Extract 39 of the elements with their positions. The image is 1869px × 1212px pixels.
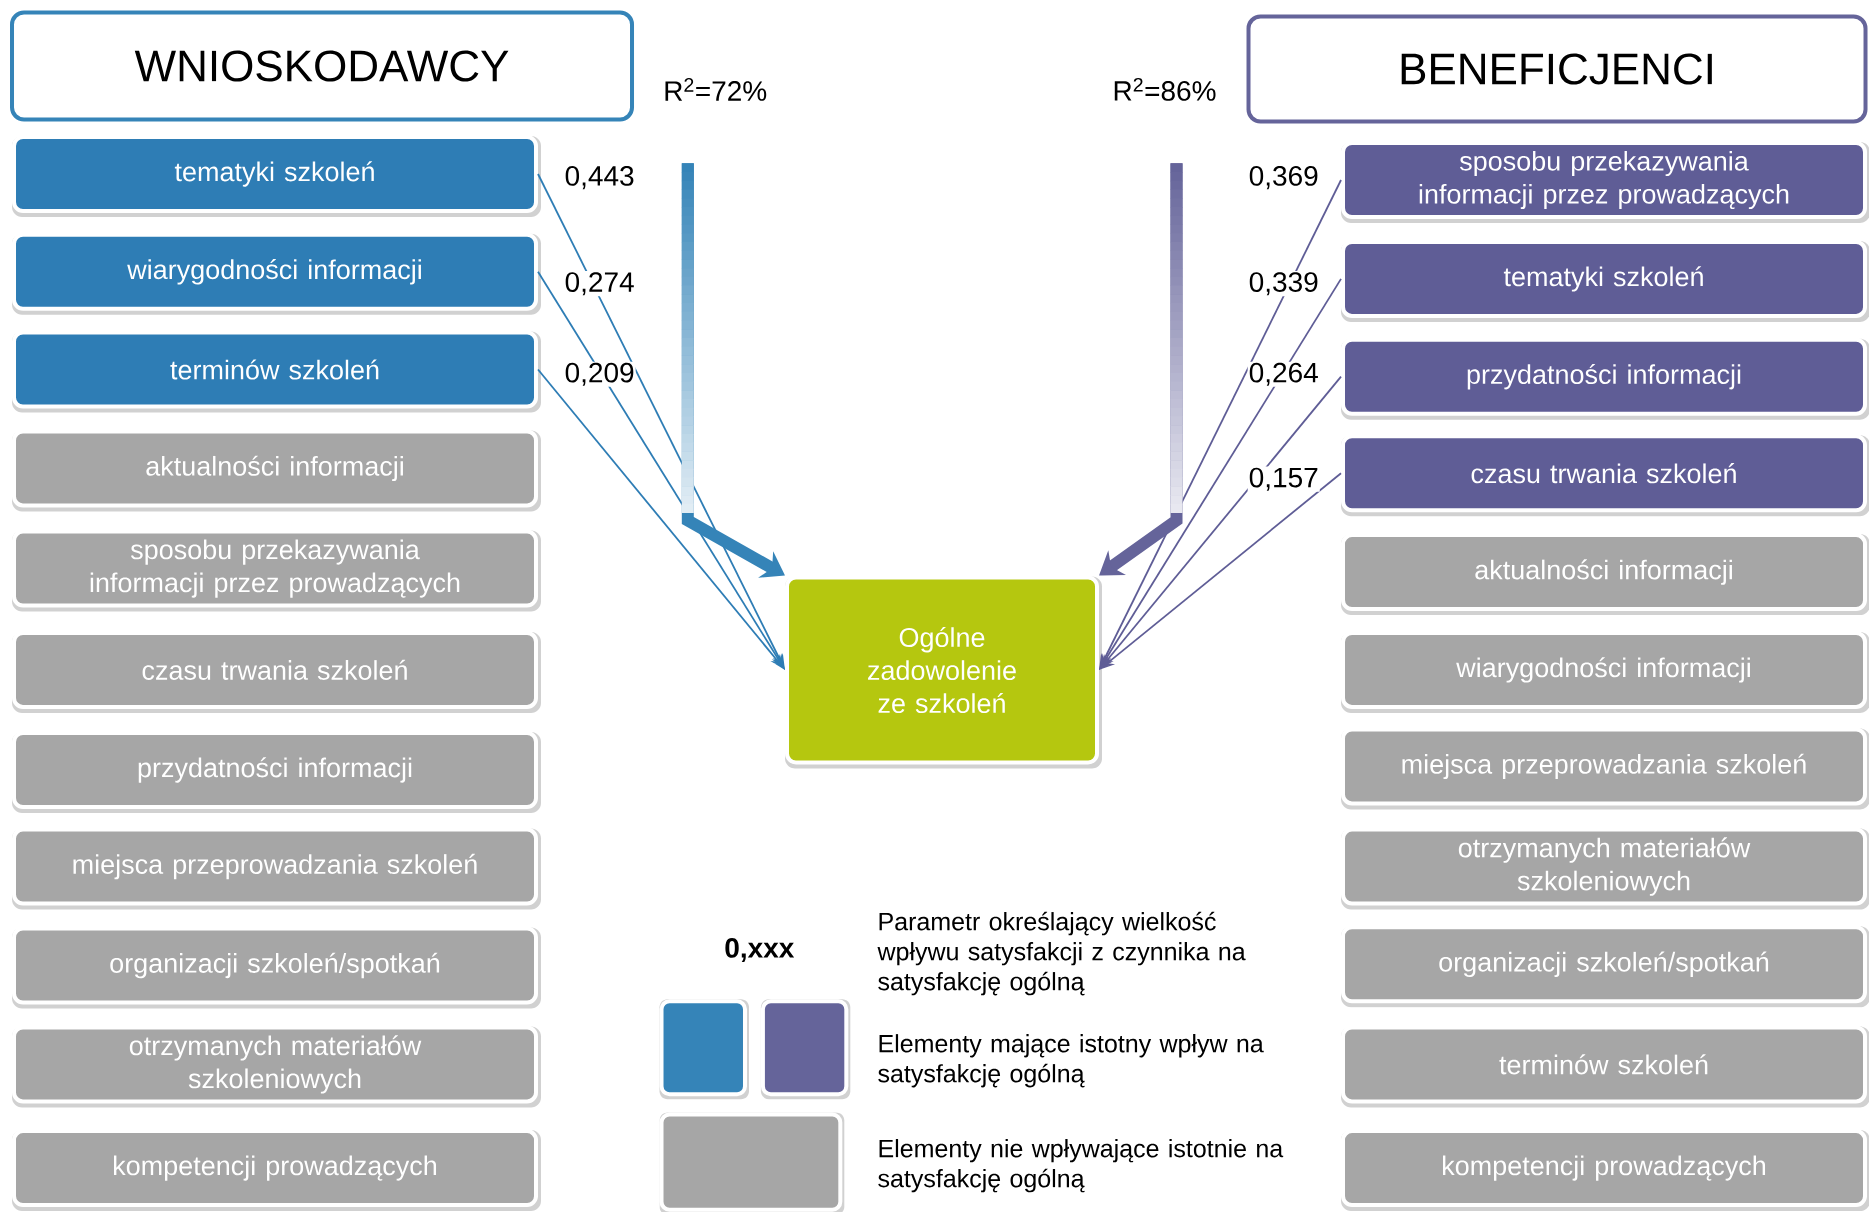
factor-box: otrzymanych materiałów szkoleniowych — [1341, 827, 1869, 910]
legend-text: Elementy nie wpływające istotnie na satysfakcję ogólną — [878, 1139, 1284, 1193]
factor-box: aktualności informacji — [12, 429, 541, 512]
heading-box: BENEFICJENCI — [1246, 14, 1868, 124]
edge-label: 0,209 — [563, 361, 636, 387]
edge-label: 0,157 — [1247, 466, 1320, 492]
factor-box: wiarygodności informacji — [1341, 630, 1869, 713]
heading-box: WNIOSKODAWCY — [10, 10, 634, 122]
factor-box: tematyki szkoleń — [1341, 239, 1869, 322]
factor-box: tematyki szkoleń — [12, 135, 541, 217]
legend-text: Parametr określający wielkość wpływu satysfakcji z czynnika na satysfakcję ogólną — [877, 911, 1246, 996]
factor-box: przydatności informacji — [1341, 337, 1869, 420]
factor-box: przydatności informacji — [12, 731, 541, 813]
factor-box: sposobu przekazywania informacji przez prowadzących — [12, 529, 541, 612]
factor-box: czasu trwania szkoleń — [1341, 434, 1869, 517]
result-box: Ogólne zadowolenie ze szkoleń — [785, 575, 1102, 769]
factor-box: terminów szkoleń — [12, 330, 541, 413]
factor-box: czasu trwania szkoleń — [12, 630, 541, 713]
edge-label: 0,264 — [1247, 361, 1320, 387]
factor-box: miejsca przeprowadzania szkoleń — [12, 827, 541, 910]
factor-box: otrzymanych materiałów szkoleniowych — [12, 1025, 541, 1108]
factor-box: kompetencji prowadzących — [1341, 1129, 1869, 1212]
factor-box: terminów szkoleń — [1341, 1025, 1869, 1108]
edge-label: 0,443 — [563, 165, 636, 191]
factor-box: organizacji szkoleń/spotkań — [12, 926, 541, 1009]
factor-box: aktualności informacji — [1341, 533, 1869, 616]
edge-label: 0,339 — [1247, 271, 1320, 297]
factor-box: miejsca przeprowadzania szkoleń — [1341, 727, 1869, 810]
sample-value-label: 0,xxx — [725, 938, 795, 962]
factor-box: wiarygodności informacji — [12, 232, 541, 315]
factor-box: sposobu przekazywania informacji przez prowadzących — [1341, 141, 1869, 223]
edge-label: 0,369 — [1247, 165, 1320, 191]
r-squared-label: R$^{2}$=86% — [1114, 77, 1216, 101]
edge-label: 0,274 — [563, 271, 636, 297]
legend-text: Elementy mające istotny wpływ na satysfakcję ogólną — [878, 1034, 1264, 1088]
gradient-arrow — [1099, 163, 1183, 576]
r-squared-label: R$^{2}$=72% — [665, 77, 767, 101]
factor-box: kompetencji prowadzących — [12, 1129, 541, 1212]
factor-box: organizacji szkoleń/spotkań — [1341, 925, 1869, 1008]
